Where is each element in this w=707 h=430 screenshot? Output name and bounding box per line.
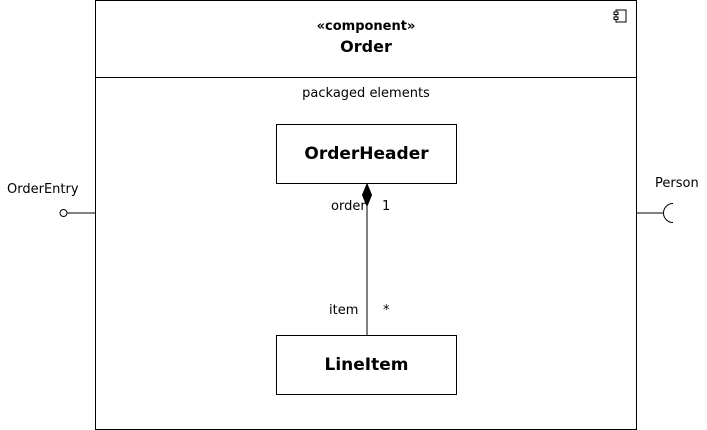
class-orderheader[interactable]: OrderHeader <box>276 124 457 184</box>
multiplicity-many: * <box>383 303 390 318</box>
class-lineitem[interactable]: LineItem <box>276 335 457 395</box>
component-compartment-divider <box>95 77 637 78</box>
class-orderheader-name: OrderHeader <box>304 144 429 164</box>
provided-interface-label: OrderEntry <box>7 182 79 197</box>
class-lineitem-name: LineItem <box>324 355 409 375</box>
multiplicity-one: 1 <box>382 199 391 214</box>
role-item: item <box>329 303 359 318</box>
required-interface-label: Person <box>655 176 699 191</box>
component-stereotype: «component» <box>316 19 416 34</box>
component-name: Order <box>340 37 392 56</box>
role-order: order <box>331 199 366 214</box>
required-interface-socket[interactable] <box>663 203 674 223</box>
component-icon <box>612 8 628 28</box>
provided-interface-lollipop[interactable] <box>59 209 68 217</box>
composition-diamond <box>361 182 373 208</box>
packaged-elements-label: packaged elements <box>302 86 430 101</box>
